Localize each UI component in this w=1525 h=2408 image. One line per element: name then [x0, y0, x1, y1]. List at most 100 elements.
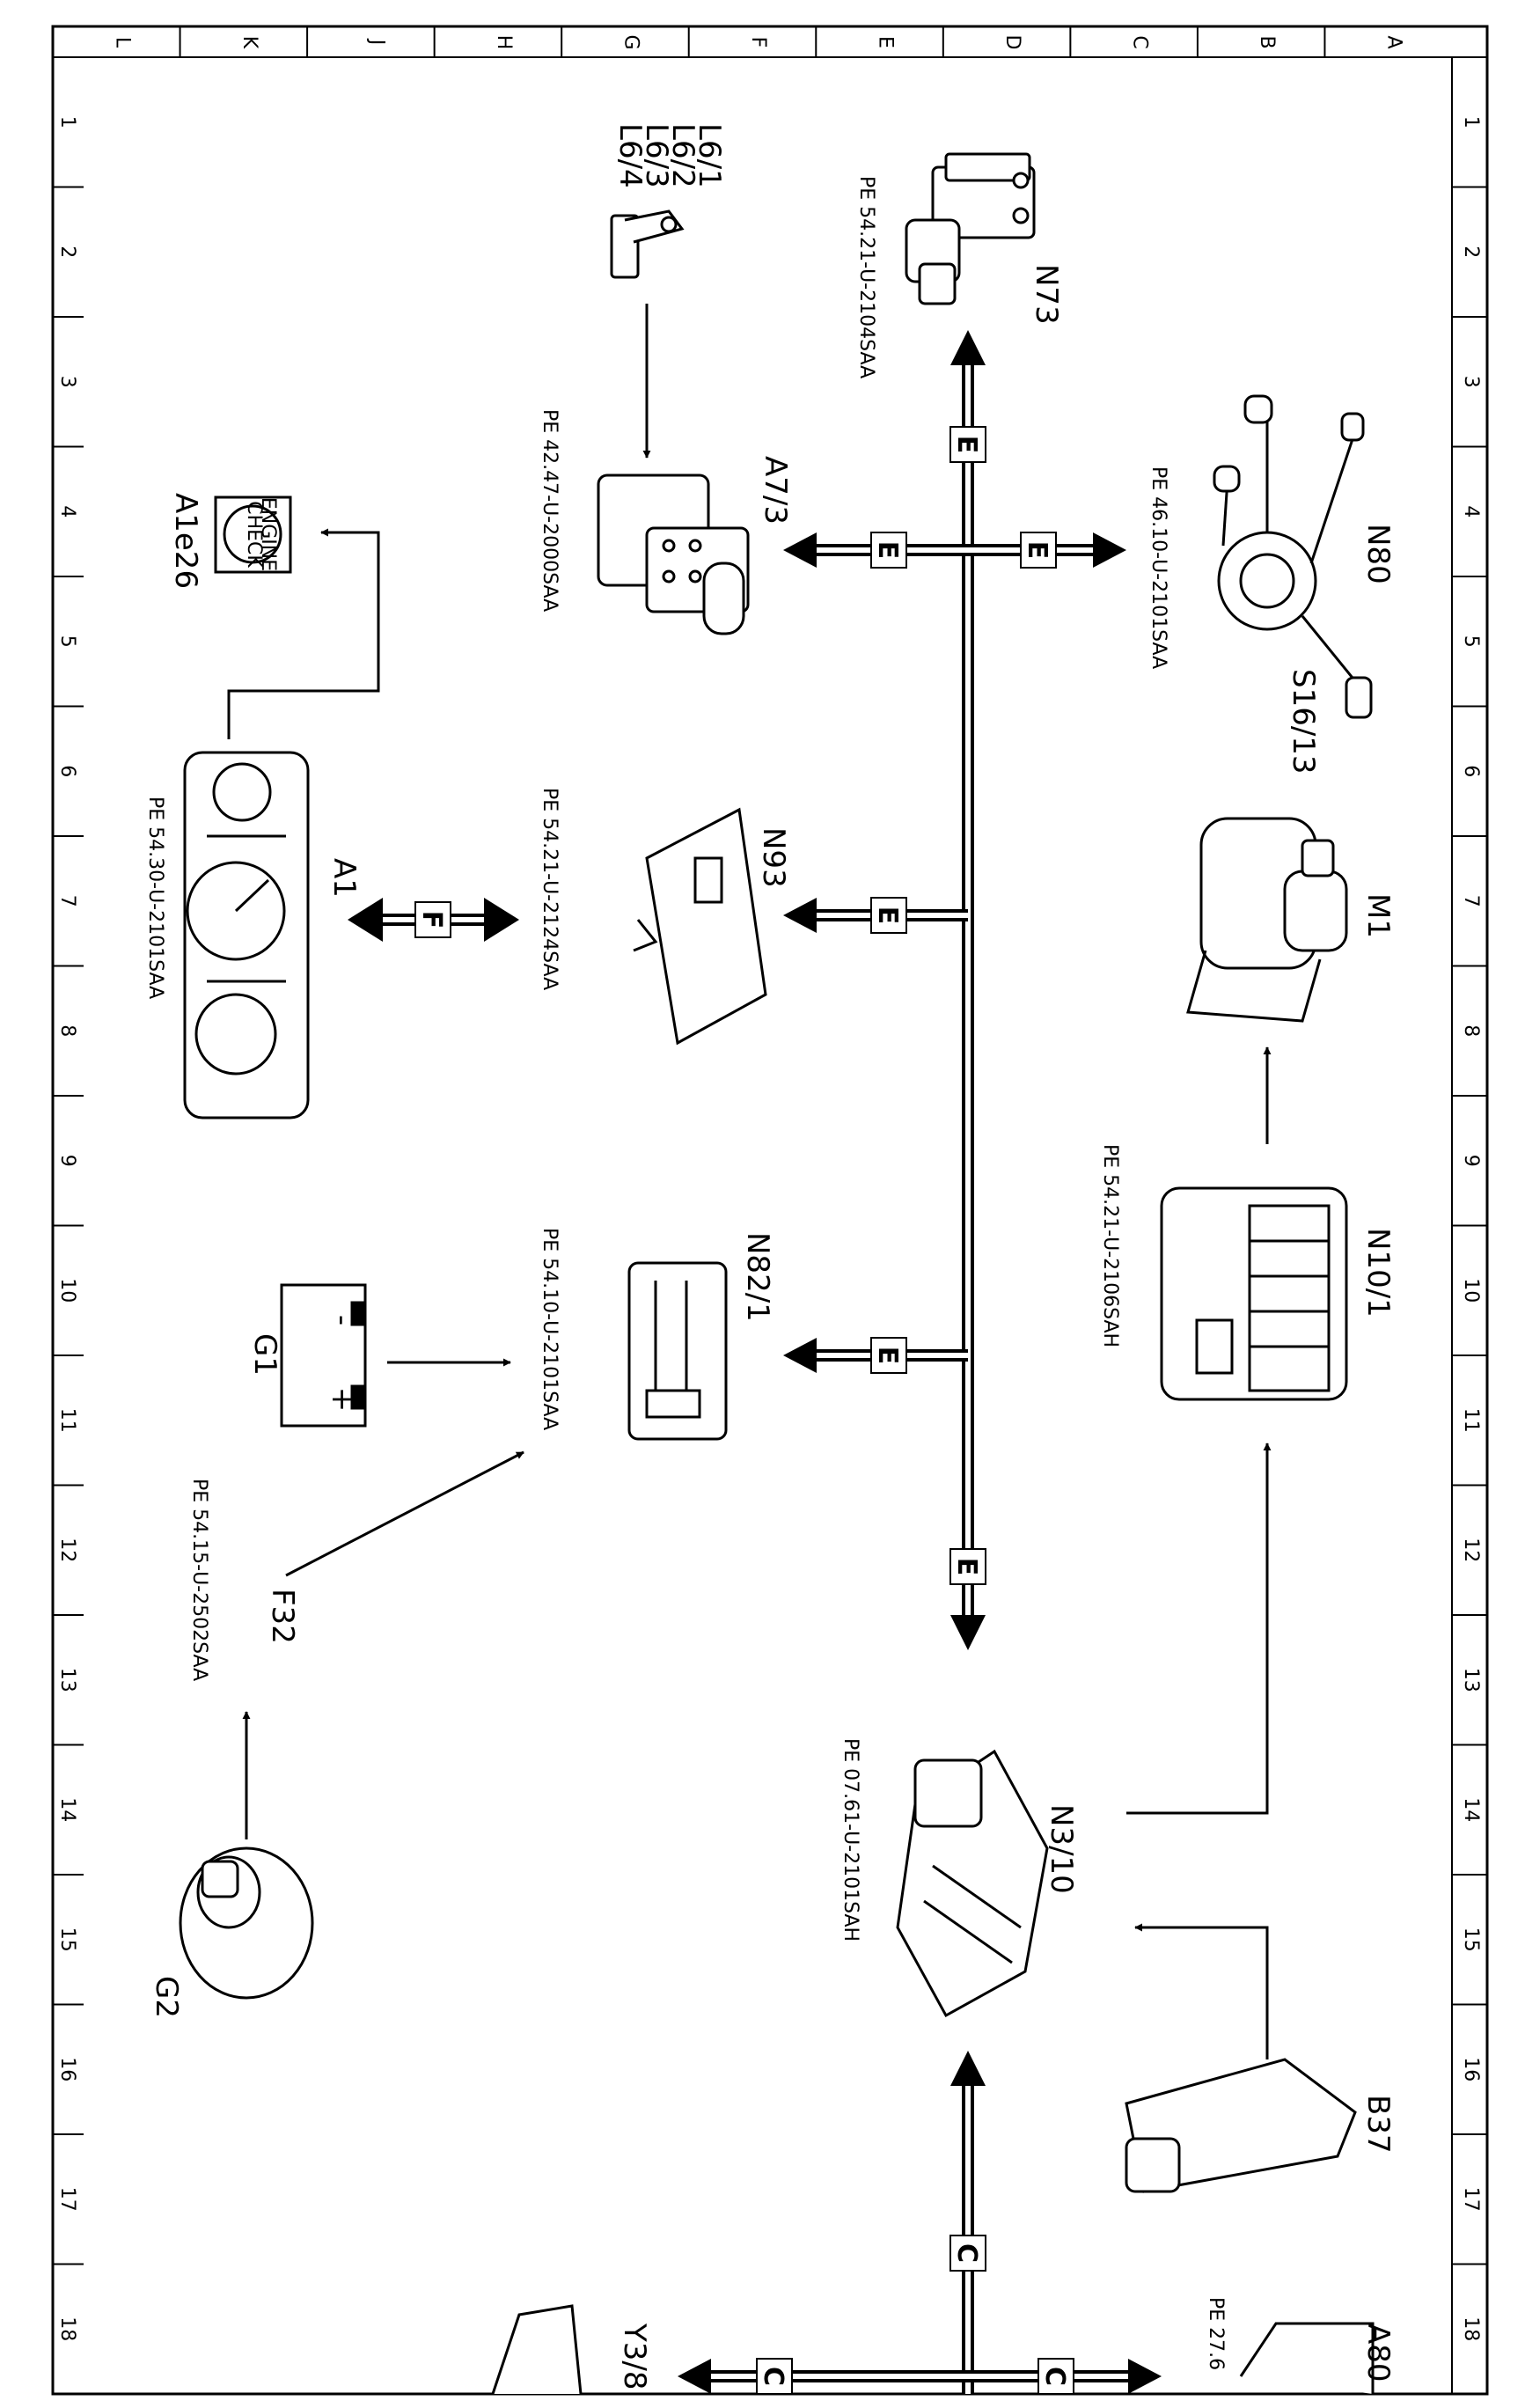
g1-label: G1: [247, 1333, 282, 1376]
bus-label-c-3: C: [1037, 2358, 1074, 2395]
row-label: 11: [56, 1408, 78, 1433]
row-label: 14: [56, 1797, 78, 1822]
row-label: 9: [1460, 1155, 1482, 1167]
a80-module-partial-drawing: [1239, 2322, 1375, 2394]
svg-text:B37: B37: [1360, 2095, 1396, 2154]
svg-text:A7/3: A7/3: [758, 456, 793, 525]
y3-8-label: Y3/8: [617, 2323, 652, 2390]
l6-2-label: L6/2: [665, 123, 700, 188]
n10-1-label: N10/1: [1360, 1228, 1396, 1318]
svg-text:E: E: [872, 907, 903, 925]
bus-label-e-1: E: [949, 426, 986, 463]
svg-text:N10/1: N10/1: [1360, 1228, 1396, 1318]
svg-text:PE 54.21-U-2104SAA: PE 54.21-U-2104SAA: [855, 176, 877, 378]
column-label: J: [365, 38, 387, 46]
row-label: 3: [1460, 376, 1482, 388]
row-label: 6: [1460, 765, 1482, 777]
svg-text:E: E: [951, 1558, 982, 1576]
row-label: 7: [1460, 895, 1482, 907]
column-label: D: [1001, 35, 1023, 50]
svg-text:G1: G1: [247, 1333, 282, 1376]
svg-text:E: E: [951, 436, 982, 454]
b37-pedal-sensor-drawing: [1125, 2058, 1357, 2193]
row-label: 17: [56, 2187, 78, 2212]
l6-1-label: L6/1: [692, 123, 727, 188]
bus-e-branch-a7-n80: [783, 532, 1126, 568]
n73-label: N73: [1029, 264, 1064, 325]
n82-1-module-drawing: [627, 1261, 728, 1441]
a7-3-label: A7/3: [758, 456, 793, 525]
g1-battery-plus-sign: +: [325, 1387, 360, 1413]
svg-text:F32: F32: [265, 1589, 300, 1644]
svg-text:N73: N73: [1029, 264, 1064, 325]
g1-battery-drawing: [280, 1283, 367, 1428]
a1-instrument-cluster-drawing: [183, 751, 310, 1120]
bus-label-c-1: C: [949, 2235, 986, 2272]
a7-3-unit-drawing: [597, 474, 750, 635]
n3-10-ecu-drawing: [896, 1749, 1049, 2018]
svg-text:C: C: [951, 2243, 982, 2263]
row-label: 9: [56, 1155, 78, 1167]
a80-label: A80: [1360, 2324, 1396, 2382]
n93-module-drawing: [633, 807, 767, 1046]
row-label: 15: [1460, 1927, 1482, 1952]
n73-ref: PE 54.21-U-2104SAA: [855, 176, 877, 378]
row-label: 8: [56, 1024, 78, 1037]
m1-label: M1: [1360, 893, 1396, 938]
svg-text:F: F: [416, 911, 447, 929]
svg-text:C: C: [758, 2367, 788, 2386]
svg-text:N3/10: N3/10: [1044, 1804, 1079, 1894]
column-label: G: [620, 34, 642, 49]
y3-8-partial-drawing: [491, 2304, 583, 2395]
row-label: 10: [56, 1278, 78, 1303]
row-label: 7: [56, 895, 78, 907]
row-label: 1: [1460, 116, 1482, 128]
svg-text:PE 54.21-U-2124SAA: PE 54.21-U-2124SAA: [539, 788, 561, 990]
n10-1-sam-module-drawing: [1160, 1186, 1348, 1401]
svg-text:PE 54.30-U-2101SAA: PE 54.30-U-2101SAA: [144, 797, 166, 999]
svg-text:L6/4: L6/4: [612, 123, 648, 188]
row-label: 1: [56, 116, 78, 128]
l6-3-label: L6/3: [639, 123, 674, 188]
svg-text:PE 54.15-U-2502SAA: PE 54.15-U-2502SAA: [188, 1479, 210, 1681]
bus-c-trunk: [678, 2051, 1162, 2394]
svg-text:N82/1: N82/1: [740, 1232, 775, 1322]
column-label: E: [875, 36, 897, 48]
row-label: 13: [1460, 1668, 1482, 1692]
row-label: 18: [56, 2316, 78, 2341]
row-label: 5: [56, 635, 78, 648]
f32-ref: PE 54.15-U-2502SAA: [188, 1479, 210, 1681]
g2-alternator-drawing: [179, 1846, 314, 2000]
column-label: L: [111, 37, 133, 48]
svg-text:ENGINE: ENGINE: [257, 497, 279, 571]
row-label: 3: [56, 376, 78, 388]
svg-text:A1e26: A1e26: [168, 493, 203, 589]
n80-ref: PE 46.10-U-2101SAA: [1147, 466, 1169, 669]
row-label: 16: [1460, 2057, 1482, 2081]
svg-text:N93: N93: [756, 827, 791, 888]
column-label: B: [1256, 35, 1278, 48]
svg-text:E: E: [872, 541, 903, 560]
svg-text:A80: A80: [1360, 2324, 1396, 2382]
row-label: 10: [1460, 1278, 1482, 1303]
bus-label-c-2: C: [756, 2358, 793, 2395]
svg-text:L6/1: L6/1: [692, 123, 727, 188]
n73-ignition-switch-drawing: [905, 152, 1036, 305]
svg-text:L6/3: L6/3: [639, 123, 674, 188]
f32-label: F32: [265, 1589, 300, 1644]
svg-text:+: +: [325, 1387, 360, 1413]
bus-e-trunk: [950, 330, 986, 1650]
svg-text:PE 27.6: PE 27.6: [1205, 2297, 1227, 2370]
svg-text:E: E: [1022, 541, 1052, 560]
g1-battery-minus-sign: -: [325, 1315, 360, 1325]
b37-label: B37: [1360, 2095, 1396, 2154]
row-label: 2: [1460, 246, 1482, 258]
n80-label: N80: [1360, 524, 1396, 584]
column-label: F: [747, 37, 769, 48]
svg-text:A1: A1: [326, 858, 362, 898]
row-label: 14: [1460, 1797, 1482, 1822]
row-label: 4: [56, 505, 78, 518]
column-label: K: [238, 36, 260, 49]
